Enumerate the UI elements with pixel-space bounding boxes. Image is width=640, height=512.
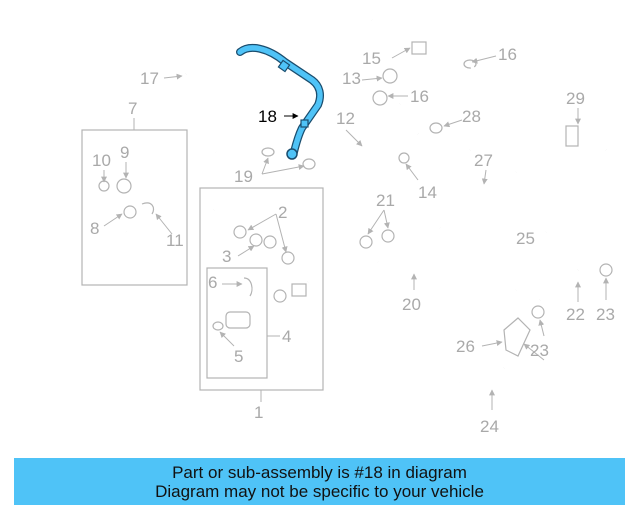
callout-24: 24 bbox=[480, 417, 499, 436]
callout-25: 25 bbox=[516, 229, 535, 248]
callout-8: 8 bbox=[90, 219, 99, 238]
callout-29: 29 bbox=[566, 89, 585, 108]
callout-7: 7 bbox=[128, 99, 137, 118]
callout-14: 14 bbox=[418, 183, 437, 202]
callout-16-top: 16 bbox=[498, 45, 517, 64]
callout-28: 28 bbox=[462, 107, 481, 126]
callout-21: 21 bbox=[376, 191, 395, 210]
callout-13: 13 bbox=[342, 69, 361, 88]
parts-diagram: 18 bbox=[81, 17, 615, 436]
callout-9: 9 bbox=[120, 143, 129, 162]
callout-4: 4 bbox=[282, 327, 291, 346]
callout-2: 2 bbox=[278, 203, 287, 222]
callout-11: 11 bbox=[166, 231, 184, 250]
callout-15: 15 bbox=[362, 49, 381, 68]
callout-20: 20 bbox=[402, 295, 421, 314]
callout-27: 27 bbox=[474, 151, 493, 170]
callout-16-mid: 16 bbox=[410, 87, 429, 106]
callout-18: 18 bbox=[258, 107, 277, 126]
callout-10: 10 bbox=[92, 151, 111, 170]
callout-1: 1 bbox=[254, 403, 263, 422]
part-18-hose[interactable] bbox=[236, 43, 324, 160]
callout-22: 22 bbox=[566, 305, 585, 324]
callout-17: 17 bbox=[140, 69, 159, 88]
callout-5: 5 bbox=[234, 347, 243, 366]
callout-23-lower: 23 bbox=[530, 341, 549, 360]
group-box-4 bbox=[206, 267, 268, 379]
callout-26: 26 bbox=[456, 337, 475, 356]
banner-line-2: Diagram may not be specific to your vehi… bbox=[155, 481, 484, 501]
banner-line-1: Part or sub-assembly is #18 in diagram bbox=[172, 462, 467, 482]
info-banner: Part or sub-assembly is #18 in diagram D… bbox=[14, 458, 625, 505]
callout-6: 6 bbox=[208, 273, 217, 292]
callout-23-right: 23 bbox=[596, 305, 615, 324]
callout-19: 19 bbox=[234, 167, 253, 186]
callout-12: 12 bbox=[336, 109, 355, 128]
callout-3: 3 bbox=[222, 247, 231, 266]
